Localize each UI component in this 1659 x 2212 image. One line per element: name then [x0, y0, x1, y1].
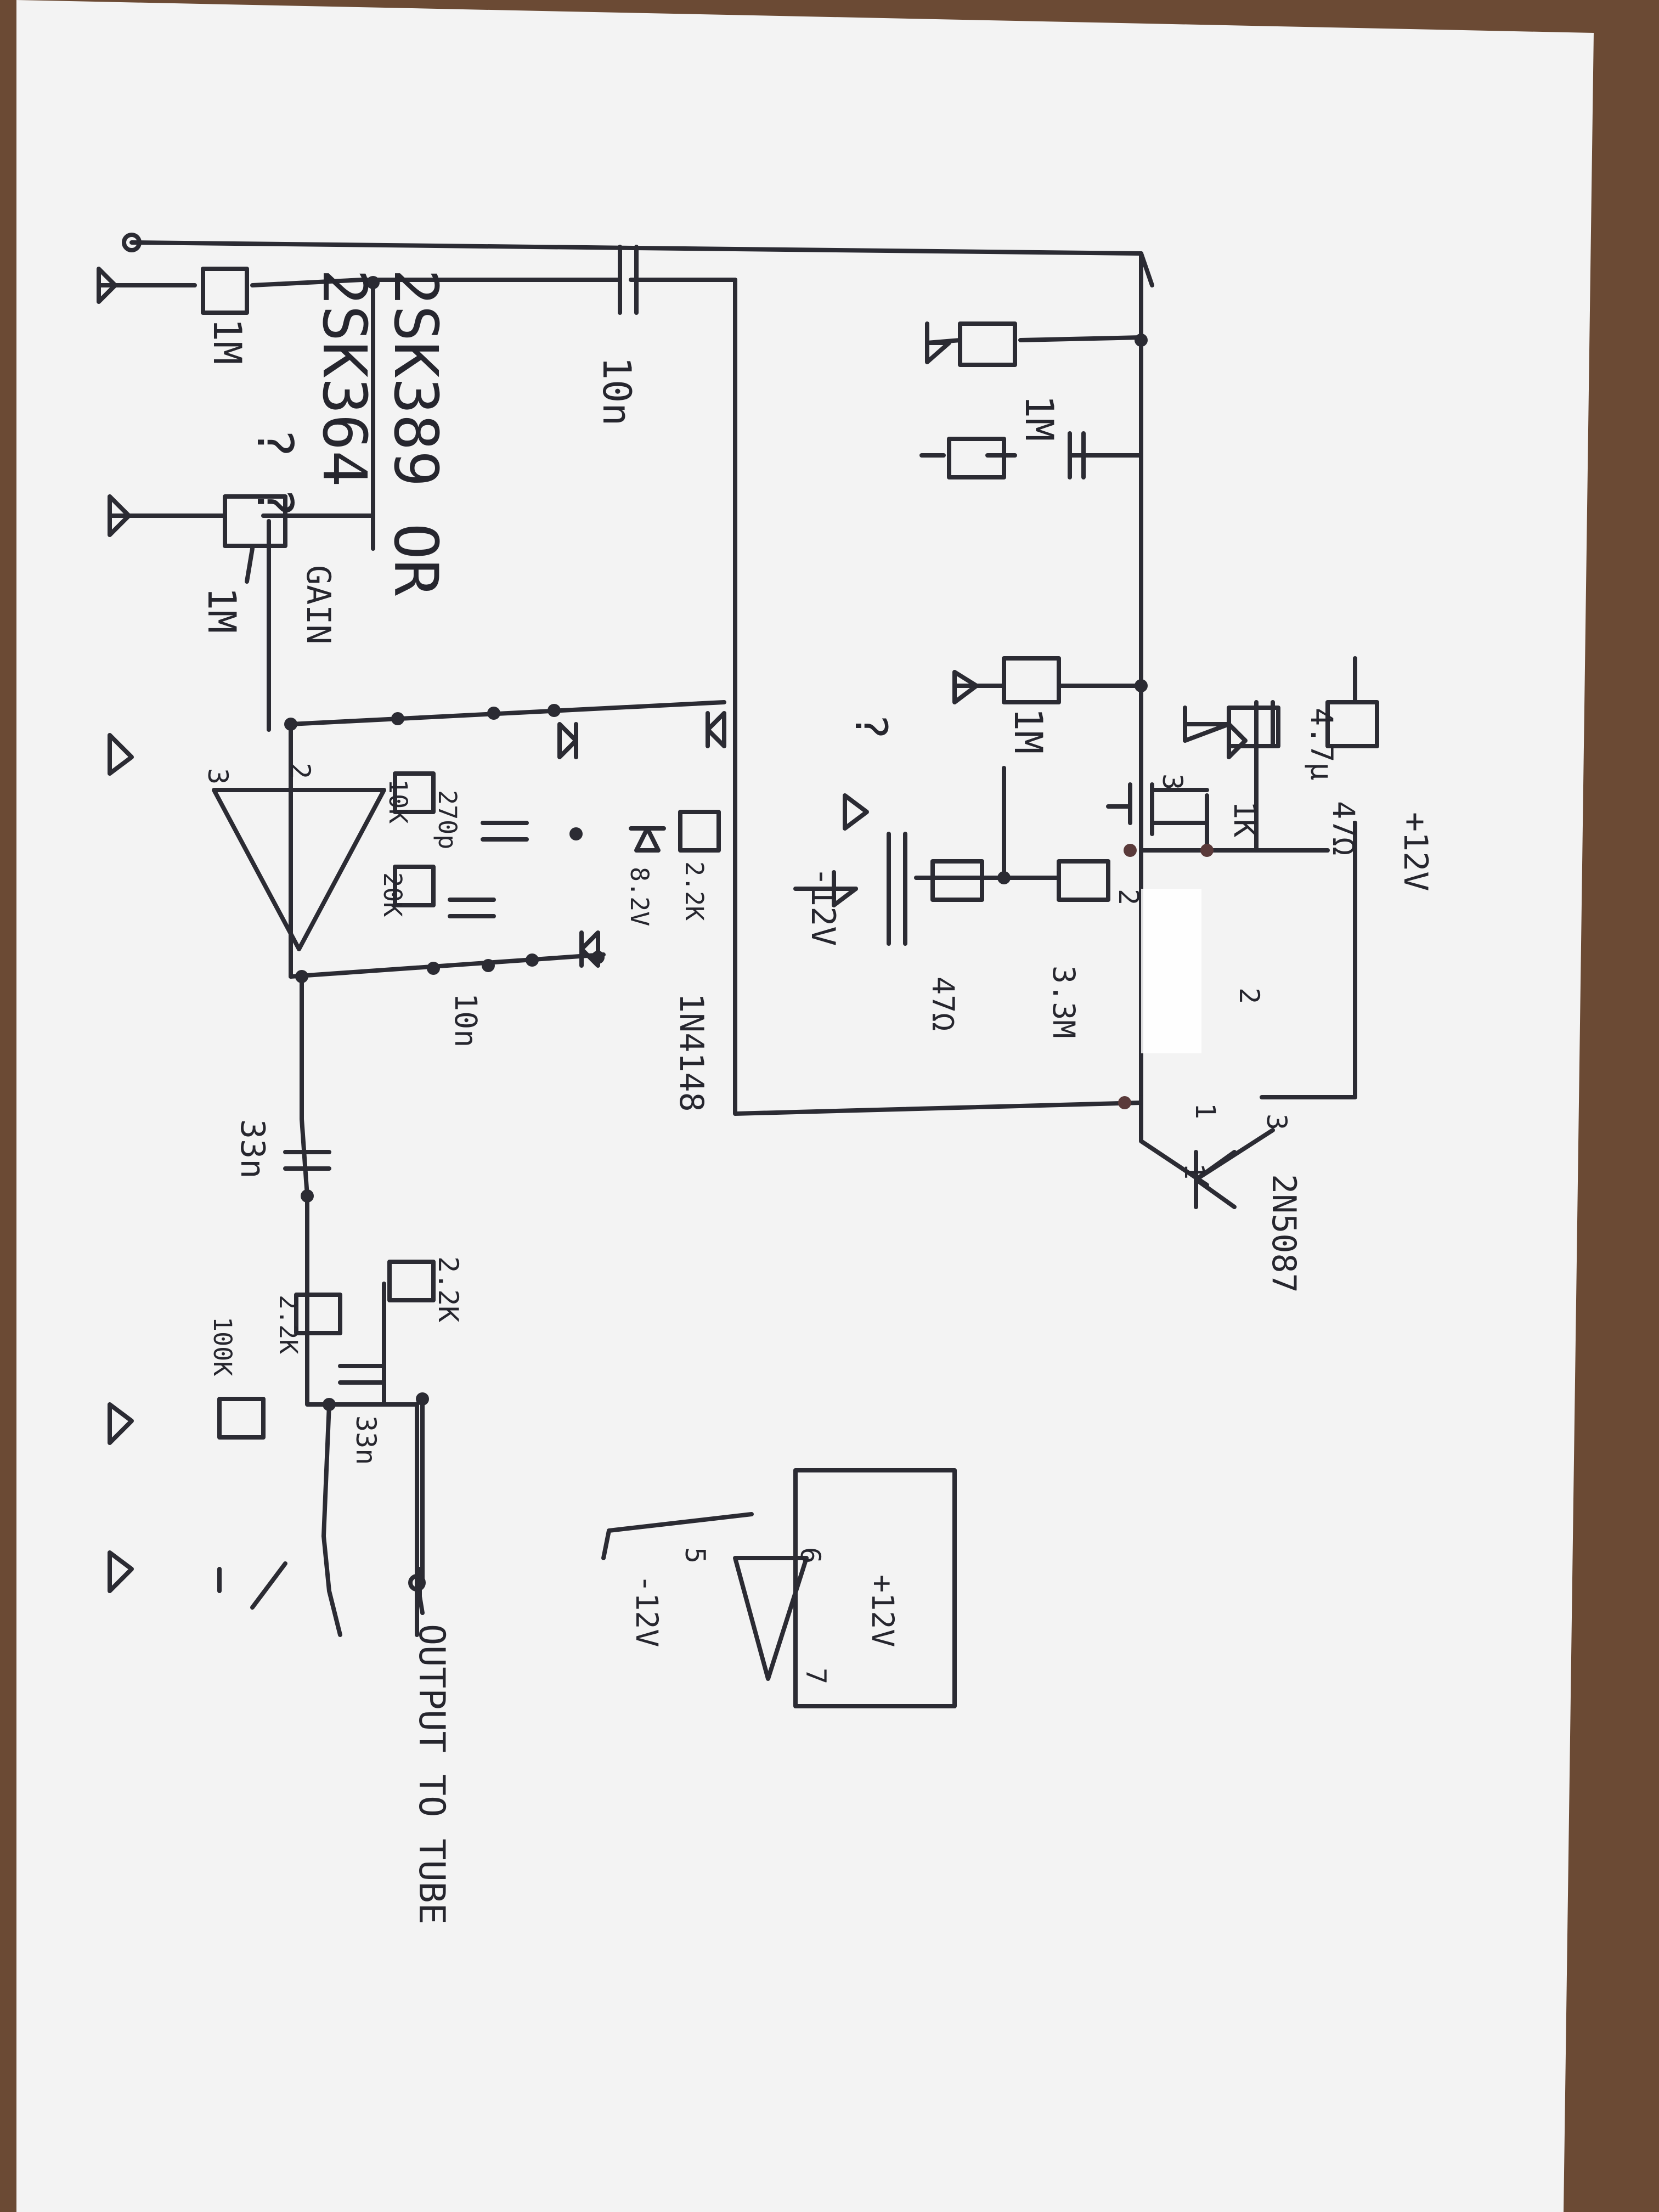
r-47-top-label: 47Ω [1326, 801, 1361, 855]
paper-sheet [16, 0, 1594, 2212]
ground-symbol [1227, 722, 1248, 759]
transistor-pin-1: 1 [1189, 1103, 1221, 1119]
question-mark-label: ? [845, 713, 896, 740]
correction-tape [1141, 889, 1201, 1053]
r-2-2k-out-b-label: 2.2K [274, 1295, 303, 1354]
capacitor-33n-output [283, 1150, 331, 1171]
cap-270p-label: 270p [433, 790, 462, 849]
capacitor-bypass [887, 832, 907, 946]
r-3-3m-label: 3.3M [1046, 966, 1081, 1038]
op-amp-pin-3: 3 [202, 768, 234, 785]
r-2-2k-out-a-label: 2.2K [432, 1256, 464, 1322]
junctions [284, 276, 1214, 1411]
diode-label: 1N4148 [672, 993, 710, 1112]
r-20k-label: 20K [378, 872, 407, 917]
ground-symbol [108, 733, 134, 776]
diode-1n4148-b [557, 722, 578, 759]
resistor-20k [393, 865, 436, 907]
r-1m-a-label: 1M [1017, 395, 1062, 441]
jfet-part-label-1: 2SK389 OR [381, 269, 451, 596]
transistor-pin-3: 3 [1261, 1114, 1293, 1130]
question-marks-label: ? ? [246, 428, 303, 517]
input-terminal [122, 233, 142, 252]
wires [129, 240, 1357, 1637]
resistor-1m-input [958, 321, 1017, 367]
op-amp [212, 788, 386, 951]
transistor-2n5087 [1194, 1150, 1237, 1209]
cap-10n-left-label: 10n [594, 357, 639, 426]
capacitor-33n-right [338, 1364, 386, 1385]
transistor-label: 2N5087 [1265, 1174, 1303, 1293]
resistor-2-2k-fb [678, 810, 721, 853]
resistor-3-3m [1057, 859, 1110, 902]
r-100k-label: 100K [208, 1317, 237, 1376]
jfet-symbol [1106, 782, 1209, 836]
resistor-10k [393, 771, 436, 814]
supply-pos-label: +12V [1396, 812, 1435, 891]
r-1m-c-label: 1M [205, 318, 250, 364]
resistor-47-top [1325, 700, 1379, 748]
ground-symbol [108, 1402, 134, 1445]
op-amp-power-symbol [733, 1556, 809, 1681]
ground-symbol [108, 1550, 134, 1593]
output-terminal [408, 1574, 426, 1592]
jfet-pin-2: 2 [1113, 889, 1144, 905]
supply-neg-label: -12V [804, 867, 842, 946]
gain-label: GAIN [299, 565, 337, 645]
gain-potentiometer [223, 494, 287, 548]
pot-1m-label: 1M [199, 587, 244, 633]
capacitor-coupling [1068, 431, 1086, 479]
cap-4u7-label: 4.7μ [1304, 708, 1339, 780]
capacitor-10n-fb [448, 898, 496, 918]
resistor-gate [947, 437, 1006, 479]
capacitor-270p [481, 821, 529, 842]
zener-8-2v [629, 826, 666, 853]
output-label: OUTPUT TO TUBE [411, 1624, 452, 1925]
diode-1n4148-c [579, 930, 600, 968]
transistor-pin-2: 2 [1233, 988, 1265, 1004]
op-amp-pin-5: 5 [679, 1547, 711, 1564]
jfet-pin-1: 1 [1178, 1163, 1210, 1180]
cap-10n-fb-label: 10n [448, 993, 483, 1047]
switch [217, 1561, 287, 1610]
resistor-1m-gate [1002, 656, 1061, 704]
zener-label: 8.2V [625, 867, 654, 926]
resistor-1m-top [201, 267, 249, 315]
op-amp-supply-pos: +12V [865, 1575, 900, 1647]
diode-1n4148-a [706, 711, 726, 748]
r-1m-b-label: 1M [1006, 708, 1051, 754]
cap-33n-right-label: 33n [350, 1415, 382, 1465]
r-47-bottom-label: 47Ω [926, 977, 961, 1031]
resistor-100k [217, 1397, 266, 1440]
r-10k-label: 10K [383, 779, 413, 823]
resistor-47-bottom [930, 859, 984, 902]
jfet-part-label-2: 2SK364 [309, 269, 380, 487]
op-amp-pin-7: 7 [800, 1668, 832, 1684]
jfet-pin-3: 3 [1156, 774, 1188, 790]
resistor-2-2k-out-b [294, 1293, 342, 1335]
r-2-2k-fb-label: 2.2K [680, 861, 709, 921]
op-amp-pin-6: 6 [794, 1547, 826, 1564]
op-amp-pin-2: 2 [284, 763, 316, 779]
op-amp-supply-neg: -12V [629, 1575, 664, 1647]
ground-symbol [843, 793, 869, 831]
r-1k-label: 1K [1227, 801, 1262, 837]
capacitor-10n-input [618, 245, 639, 315]
cap-33n-out-label: 33n [233, 1119, 272, 1178]
resistor-2-2k-out-a [387, 1260, 436, 1302]
